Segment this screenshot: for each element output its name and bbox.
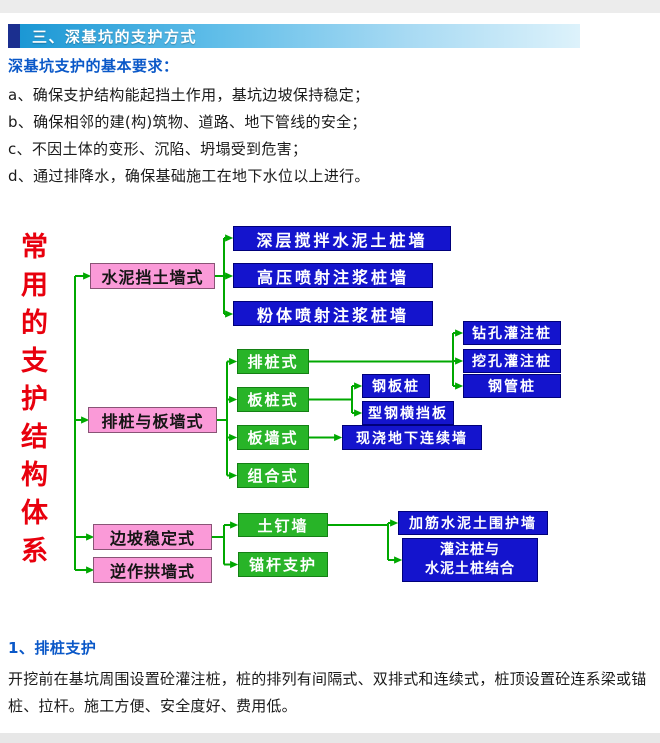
node-steel-sheet-pile: 钢板桩	[362, 374, 430, 398]
page-title: 三、深基坑的支护方式	[32, 27, 198, 46]
node-row-pile-type: 排桩式	[237, 349, 309, 374]
node-top-down-arch-wall: 逆作拱墙式	[93, 557, 212, 583]
node-composite-type: 组合式	[237, 463, 309, 488]
node-slab-wall-type: 板墙式	[237, 425, 309, 450]
section1-body: 开挖前在基坑周围设置砼灌注桩，桩的排列有间隔式、双排式和连续式，桩顶设置砼连系梁…	[8, 670, 647, 715]
section1-heading: 1、排桩支护	[8, 639, 97, 657]
node-bored-cast-in-place-pile: 钻孔灌注桩	[463, 321, 561, 345]
node-steel-lagging-board: 型钢横挡板	[362, 401, 454, 425]
list-item: c、不因土体的变形、沉陷、坍塌受到危害；	[8, 140, 308, 158]
support-structure-diagram: 常用的支护结构体系 水泥挡土墙式 排桩与板墙式 边坡稳定式 逆作拱墙式 深层搅拌…	[10, 208, 578, 600]
node-dug-cast-in-place-pile: 挖孔灌注桩	[463, 349, 561, 373]
node-cast-in-place-diaphragm-wall: 现浇地下连续墙	[342, 425, 482, 450]
node-reinforced-cement-soil-retaining-wall: 加筋水泥土围护墙	[398, 511, 548, 535]
node-pile-and-slab-wall: 排桩与板墙式	[88, 407, 217, 433]
node-sheet-pile-type: 板桩式	[237, 387, 309, 412]
node-cement-retaining-wall: 水泥挡土墙式	[90, 263, 215, 289]
diagram-root-label: 常用的支护结构体系	[16, 232, 47, 574]
list-item: a、确保支护结构能起挡土作用，基坑边坡保持稳定；	[8, 86, 370, 104]
intro-heading: 深基坑支护的基本要求：	[8, 57, 179, 75]
node-cast-pile-cement-soil-combination: 灌注桩与 水泥土桩结合	[402, 538, 538, 582]
node-high-pressure-jet-grouting-pile-wall: 高压喷射注浆桩墙	[233, 263, 433, 288]
section-header-bar: 三、深基坑的支护方式	[8, 24, 580, 48]
header-accent-block	[8, 24, 20, 48]
node-soil-nail-wall: 土钉墙	[238, 513, 328, 537]
node-powder-jet-grouting-pile-wall: 粉体喷射注浆桩墙	[233, 301, 433, 326]
bottom-margin-strip	[0, 733, 660, 743]
node-deep-mixing-cement-pile-wall: 深层搅拌水泥土桩墙	[233, 226, 451, 251]
list-item: b、确保相邻的建(构)筑物、道路、地下管线的安全；	[8, 113, 367, 131]
list-item: d、通过排降水，确保基础施工在地下水位以上进行。	[8, 167, 370, 185]
node-slope-stabilization: 边坡稳定式	[93, 524, 212, 550]
requirements-list: a、确保支护结构能起挡土作用，基坑边坡保持稳定； b、确保相邻的建(构)筑物、道…	[8, 82, 370, 190]
node-steel-pipe-pile: 钢管桩	[463, 374, 561, 398]
node-anchor-rod-support: 锚杆支护	[238, 552, 328, 577]
top-margin-strip	[0, 0, 660, 13]
